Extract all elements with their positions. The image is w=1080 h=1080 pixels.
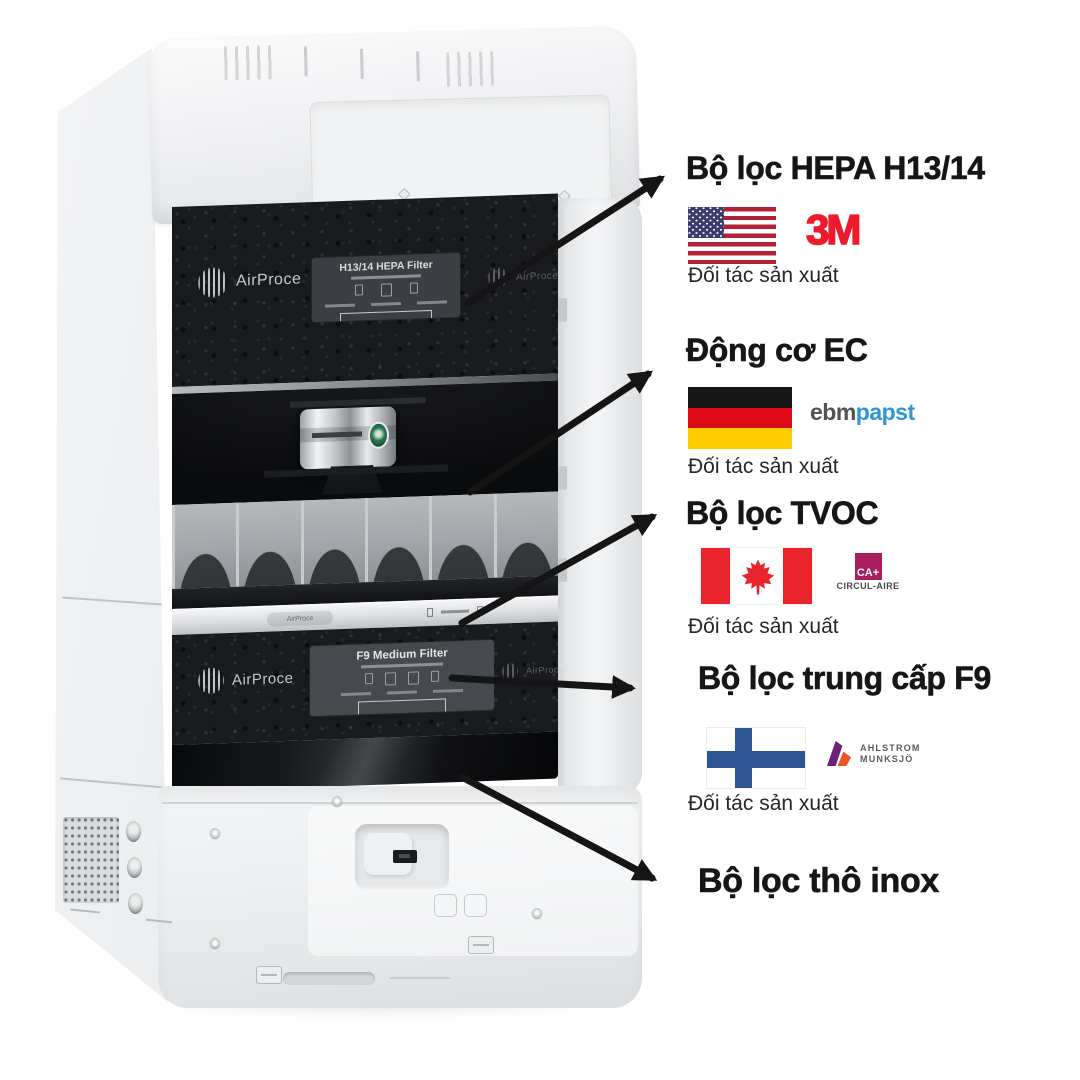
partner-caption: Đối tác sản xuất: [688, 264, 839, 287]
germany-flag-icon: [688, 387, 792, 449]
hepa-filter-label: H13/14 HEPA Filter: [312, 252, 460, 323]
strip-markings: [427, 606, 483, 618]
screw: [210, 938, 220, 948]
device-top-cap: [147, 25, 641, 225]
circul-aire-name: CIRCUL-AIRE: [836, 581, 900, 591]
device-internals-stack: AirProce H13/14 HEPA Filter AirProce: [172, 193, 565, 792]
airproce-logo-text: AirProce: [516, 270, 559, 283]
pictogram-icon: [409, 282, 418, 294]
airproce-logo-text: AirProce: [232, 669, 294, 689]
callout-motor-title: Động cơ EC: [686, 332, 868, 369]
rail-notch: [558, 466, 567, 490]
panel-outline: [434, 894, 457, 917]
screw: [210, 828, 220, 838]
airproce-brandmark-faint: AirProce: [502, 661, 565, 680]
label-icons: [312, 281, 460, 299]
cap-rib: [303, 46, 308, 77]
screw: [532, 908, 542, 918]
base-slot: [283, 972, 375, 985]
base-clip: [256, 966, 282, 984]
ahlstrom-name-line1: AHLSTROM: [860, 742, 921, 753]
pictogram-icon: [365, 672, 373, 685]
cap-rib: [416, 51, 420, 82]
label-icons: [310, 669, 494, 688]
device-right-rail: [558, 198, 642, 792]
pictogram-icon: [354, 284, 363, 296]
callout-hepa-title: Bộ lọc HEPA H13/14: [686, 150, 986, 187]
airproce-logo-icon: [198, 267, 228, 299]
pictogram-icon: [380, 283, 392, 297]
label-subline: [361, 662, 443, 669]
panel-outline: [464, 894, 487, 917]
ec-motor: [300, 406, 396, 470]
airproce-logo-text: AirProce: [236, 270, 302, 290]
ebmpapst-logo-papst: papst: [855, 399, 915, 425]
base-clip: [468, 936, 494, 954]
motor-bracket: [290, 397, 426, 408]
ahlstrom-mark-icon: [826, 740, 852, 767]
airproce-logo-icon: [488, 267, 508, 288]
partner-caption: Đối tác sản xuất: [688, 615, 839, 638]
3m-logo: 3M: [805, 205, 862, 254]
partner-caption: Đối tác sản xuất: [688, 792, 839, 815]
pictogram-icon: [431, 670, 439, 682]
base-knob: [126, 821, 141, 842]
hepa-filter-block: AirProce H13/14 HEPA Filter AirProce: [172, 193, 558, 387]
airproce-logo-icon: [502, 662, 518, 680]
airproce-brandmark-faint: AirProce: [488, 266, 558, 288]
base-line: [390, 977, 450, 979]
motor-green-sticker: [368, 421, 389, 450]
f9-filter-label-title: F9 Medium Filter: [356, 647, 448, 663]
label-write-in-box: [358, 698, 446, 717]
partner-caption: Đối tác sản xuất: [688, 455, 839, 478]
rail-notch: [558, 298, 567, 322]
finland-flag-icon: [706, 727, 806, 789]
maple-leaf-icon: [741, 559, 775, 595]
hepa-filter-label-title: H13/14 HEPA Filter: [339, 258, 433, 275]
ebmpapst-logo: ebmpapst: [810, 399, 915, 426]
base-knob: [127, 857, 142, 878]
f9-filter-label: F9 Medium Filter: [310, 639, 494, 717]
cap-vent-ribs: [446, 51, 501, 87]
label-subline: [351, 274, 421, 280]
f9-filter-block: AirProce F9 Medium Filter AirProce: [172, 621, 565, 745]
latch: [393, 850, 417, 863]
airproce-brandmark: AirProce: [198, 665, 294, 695]
canada-flag-icon: [700, 547, 813, 605]
airproce-brandmark: AirProce: [198, 264, 302, 299]
base-knob: [128, 893, 143, 914]
label-text-bars: [310, 688, 494, 697]
usa-flag-canton: [688, 207, 724, 238]
circul-aire-mark: CA+: [854, 553, 882, 580]
pictogram-icon: [408, 671, 419, 685]
label-text-bars: [312, 300, 460, 308]
strip-brand-badge: AirProce: [267, 610, 333, 627]
ahlstrom-munksjo-logo: AHLSTROM MUNKSJÖ: [826, 740, 921, 767]
screw: [332, 796, 342, 806]
callout-inox-title: Bộ lọc thô inox: [698, 862, 940, 901]
ec-motor-cavity: [172, 380, 558, 505]
handle-recess: [355, 824, 449, 890]
rail-notch: [558, 558, 567, 582]
device-base: [158, 786, 642, 1008]
airproce-logo-text: AirProce: [526, 664, 565, 676]
callout-f9-title: Bộ lọc trung cấp F9: [698, 660, 992, 697]
airproce-logo-icon: [198, 667, 224, 695]
cap-rib: [359, 48, 364, 79]
pictogram-icon: [385, 672, 396, 686]
usa-flag-icon: [688, 207, 776, 264]
cap-vent-ribs: [223, 45, 277, 81]
circul-aire-logo: CA+ CIRCUL-AIRE: [830, 553, 906, 591]
ahlstrom-name-line2: MUNKSJÖ: [860, 753, 914, 764]
fan-housing-vanes: [172, 491, 558, 589]
label-write-in-box: [340, 309, 432, 323]
ebmpapst-logo-ebm: ebm: [810, 399, 856, 425]
callout-tvoc-title: Bộ lọc TVOC: [686, 495, 879, 532]
base-seam: [162, 802, 638, 804]
vent-grille: [63, 817, 119, 903]
